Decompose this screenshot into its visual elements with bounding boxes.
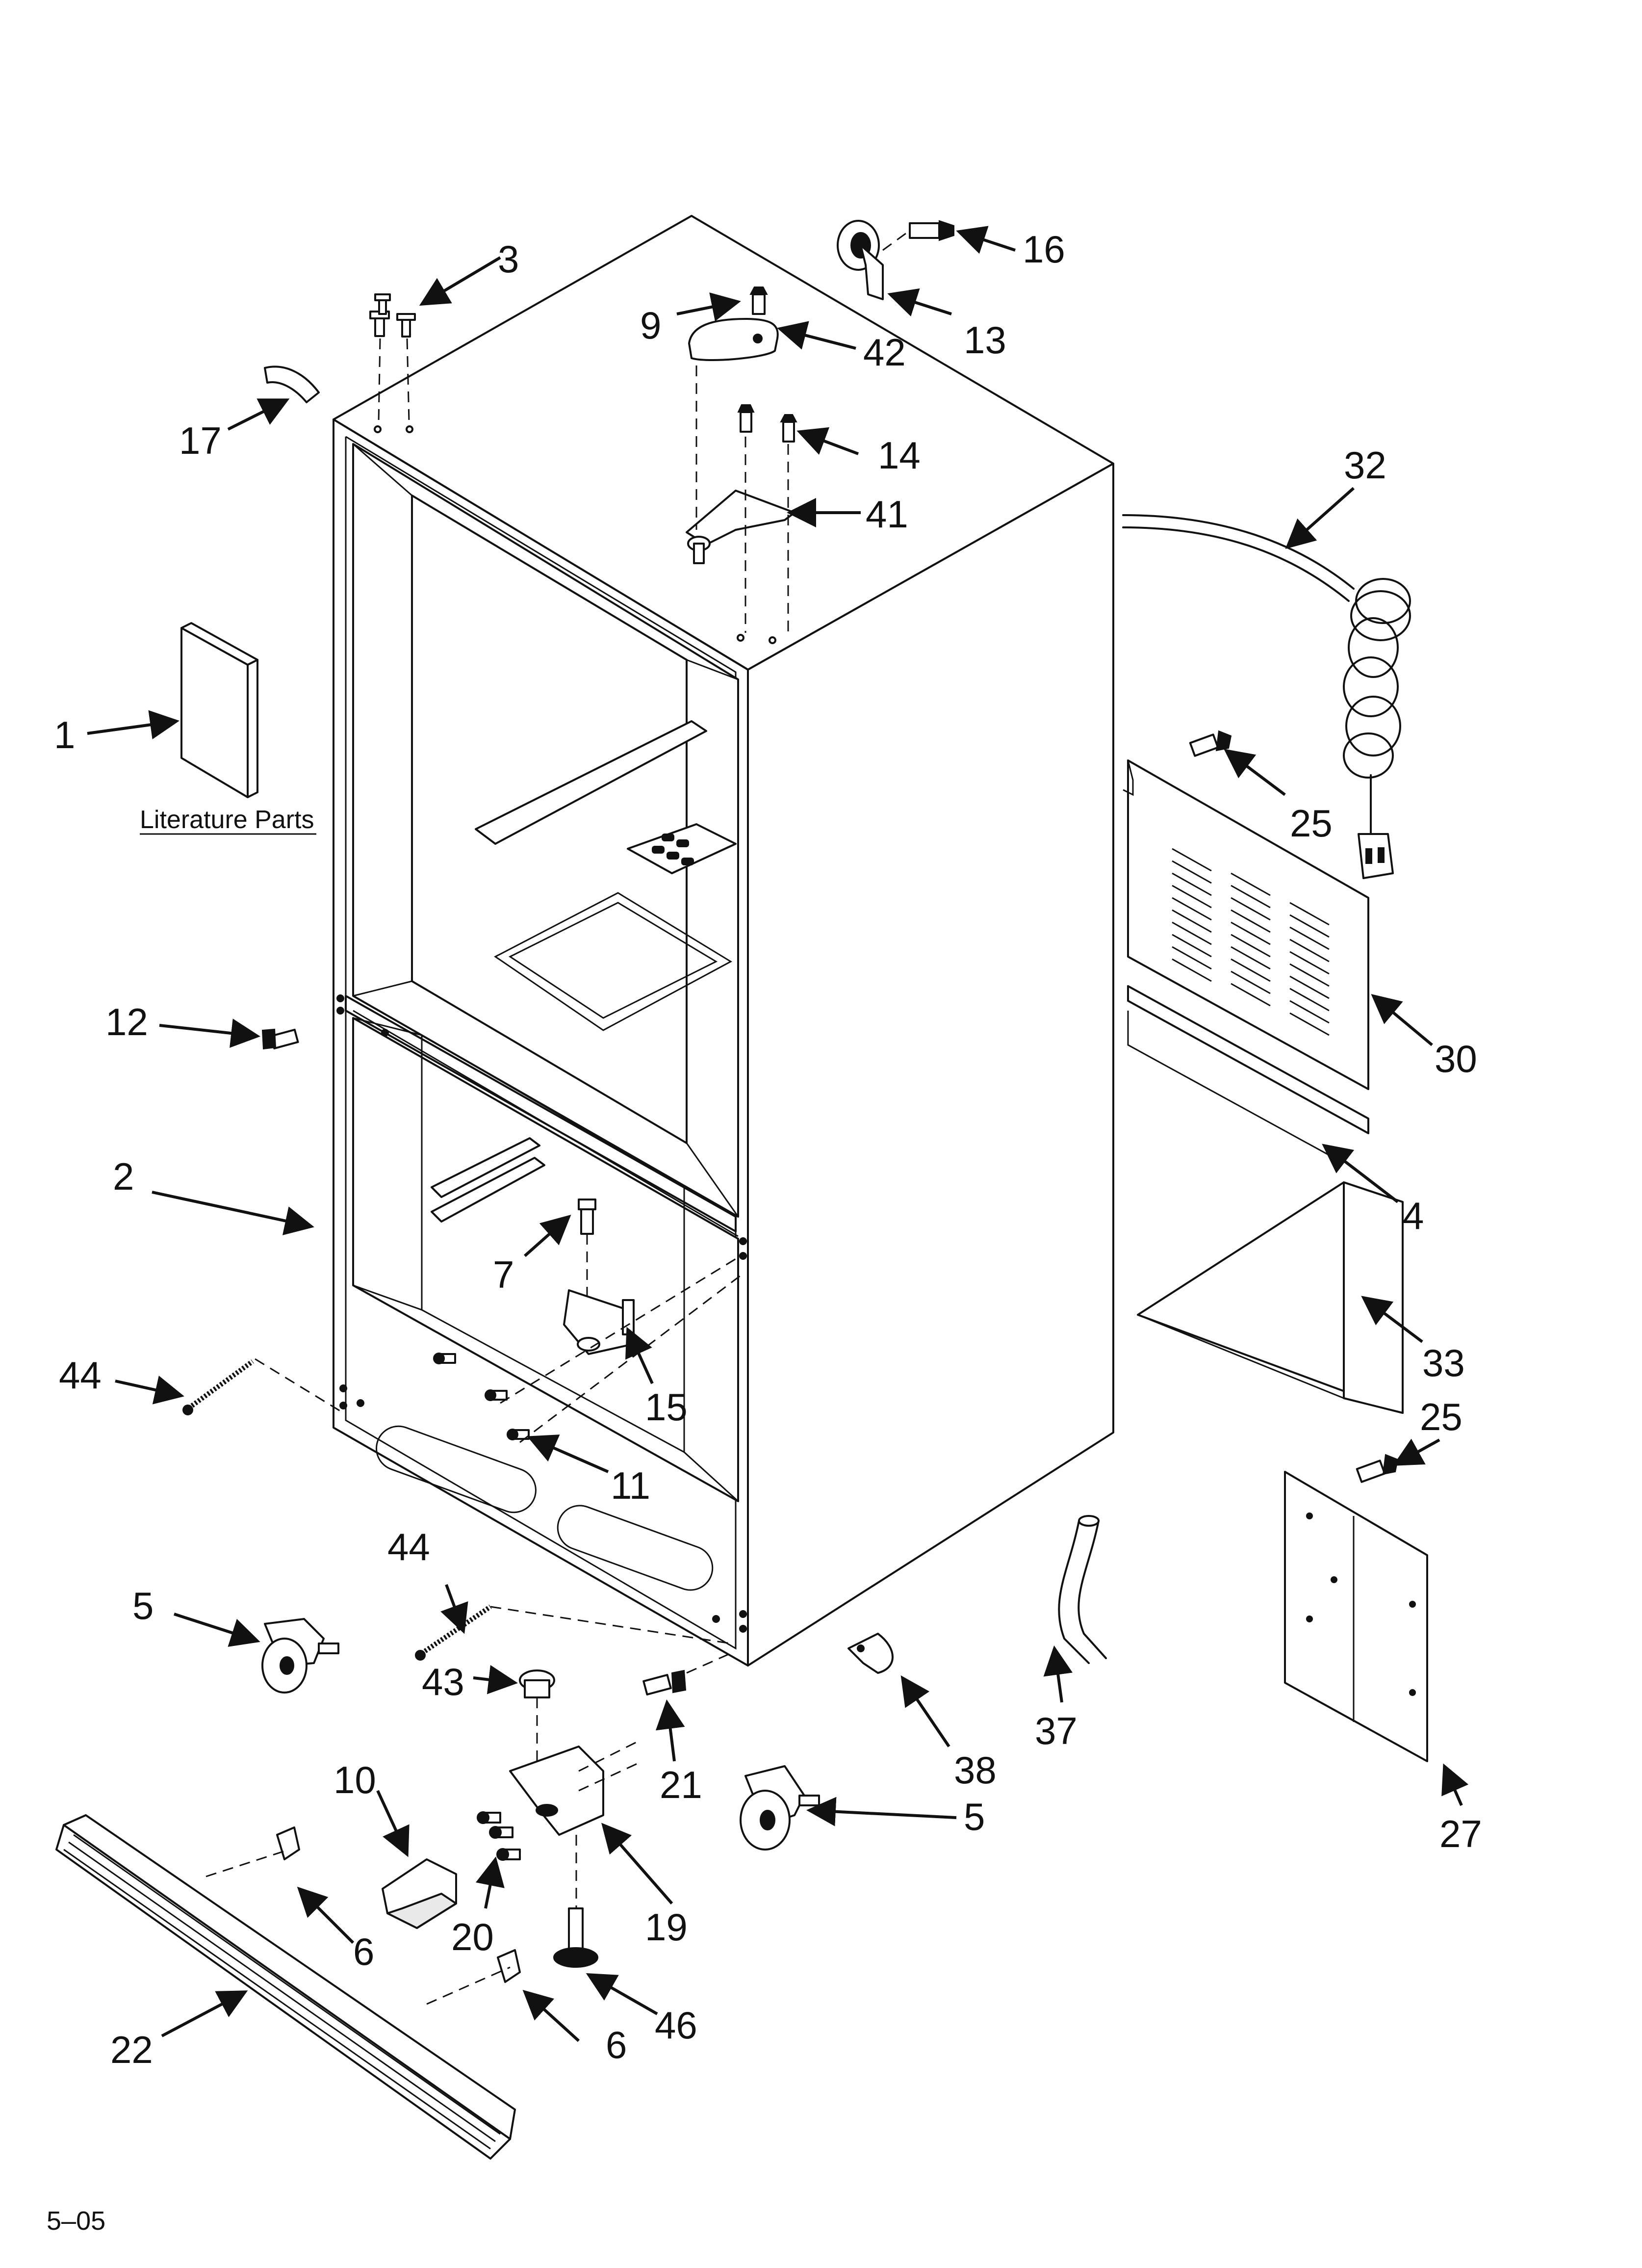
label-44-lower: 44 (387, 1525, 430, 1568)
top-hinge-parts (264, 220, 954, 638)
label-32: 32 (1344, 443, 1386, 487)
label-46: 46 (655, 2004, 697, 2047)
label-9: 9 (640, 304, 661, 347)
label-6-upper: 6 (353, 1930, 374, 1973)
label-44-left: 44 (59, 1354, 102, 1397)
label-22: 22 (110, 2028, 153, 2071)
tube-clip (847, 1633, 894, 1674)
label-43: 43 (422, 1660, 464, 1703)
lower-hardware (55, 1618, 820, 2160)
roller-left (261, 1618, 339, 1694)
refrigerator-cabinet (333, 215, 1114, 1667)
label-2: 2 (113, 1155, 134, 1198)
label-6-lower: 6 (606, 2023, 627, 2066)
footer-code: 5–05 (47, 2206, 105, 2236)
label-19: 19 (645, 1905, 688, 1949)
label-16: 16 (1023, 228, 1065, 271)
label-11: 11 (611, 1464, 650, 1507)
label-17: 17 (179, 419, 222, 462)
power-cord (1122, 514, 1411, 879)
label-1: 1 (54, 713, 75, 756)
label-13: 13 (964, 318, 1006, 362)
callout-arrows (87, 226, 1469, 2042)
label-21: 21 (660, 1763, 702, 1806)
label-25-upper: 25 (1290, 802, 1333, 845)
label-38: 38 (954, 1748, 997, 1792)
label-10: 10 (334, 1758, 376, 1801)
roller-right (740, 1765, 820, 1851)
label-27: 27 (1439, 1812, 1482, 1855)
label-3: 3 (498, 237, 519, 281)
label-20: 20 (451, 1915, 494, 1958)
internal-hardware (182, 1028, 741, 1661)
label-33: 33 (1422, 1341, 1465, 1384)
back-panel (1284, 1454, 1428, 1762)
label-14: 14 (878, 434, 921, 477)
label-42: 42 (863, 331, 906, 374)
label-7: 7 (493, 1253, 514, 1296)
label-4: 4 (1403, 1194, 1424, 1237)
drain-tube (1058, 1515, 1107, 1664)
label-15: 15 (645, 1385, 688, 1429)
label-37: 37 (1035, 1709, 1078, 1752)
label-12: 12 (105, 1000, 148, 1043)
label-5-left: 5 (132, 1584, 154, 1627)
label-41: 41 (866, 493, 908, 536)
literature-parts-caption: Literature Parts (140, 806, 314, 834)
rear-access-cover (1123, 730, 1404, 1414)
part-number-labels: 1 2 3 4 5 5 6 6 7 9 10 11 12 13 14 15 16… (54, 228, 1482, 2071)
label-5-right: 5 (964, 1795, 985, 1838)
label-30: 30 (1435, 1037, 1477, 1080)
label-25-lower: 25 (1420, 1395, 1462, 1438)
literature-book (180, 622, 258, 798)
